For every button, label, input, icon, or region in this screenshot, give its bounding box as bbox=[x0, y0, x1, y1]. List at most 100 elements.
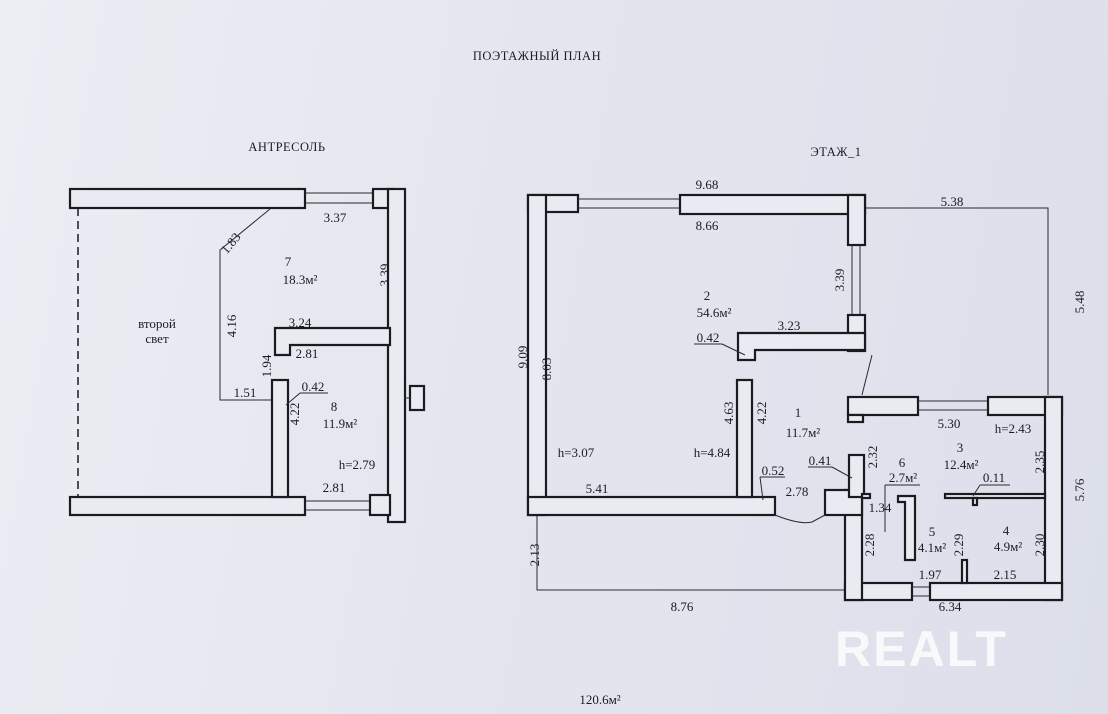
wall bbox=[896, 494, 917, 562]
wall bbox=[735, 378, 754, 499]
room-area: 4.9м² bbox=[994, 539, 1022, 554]
room-area: 4.1м² bbox=[918, 540, 946, 555]
dimension-label: 2.78 bbox=[786, 484, 809, 499]
wall bbox=[386, 187, 407, 524]
ceiling-height: h=3.07 bbox=[558, 445, 595, 460]
wall bbox=[526, 193, 548, 517]
leader-line bbox=[285, 392, 301, 406]
dimension-label: 2.81 bbox=[296, 346, 319, 361]
room-area: 12.4м² bbox=[944, 457, 979, 472]
dimension-label: 1.97 bbox=[919, 567, 942, 582]
dimension-label: 2.32 bbox=[865, 446, 880, 469]
leader-line bbox=[721, 343, 746, 356]
dimension-label: 5.38 bbox=[941, 194, 964, 209]
leader-line bbox=[831, 466, 853, 479]
dimension-label: 2.28 bbox=[862, 534, 877, 557]
dimension-label: 5.48 bbox=[1072, 291, 1087, 314]
dimension-label: 3.39 bbox=[832, 269, 847, 292]
room-area: 11.7м² bbox=[786, 425, 820, 440]
room-area: 2.7м² bbox=[889, 470, 917, 485]
dimension-label: 2.35 bbox=[1032, 451, 1047, 474]
window bbox=[912, 586, 930, 597]
room-number: 3 bbox=[957, 440, 964, 455]
dimension-label: 4.22 bbox=[754, 402, 769, 425]
first-floor-title: ЭТАЖ_1 bbox=[811, 145, 862, 159]
dimension-label: 5.41 bbox=[586, 481, 609, 496]
leader-line bbox=[759, 476, 764, 501]
wall bbox=[847, 453, 866, 499]
wall bbox=[270, 378, 290, 499]
dimension-label: 9.68 bbox=[696, 177, 719, 192]
room-area: 18.3м² bbox=[283, 272, 318, 287]
door-swing bbox=[861, 354, 873, 396]
wall bbox=[1043, 395, 1064, 602]
room-number: 6 bbox=[899, 455, 906, 470]
dimension-label: 1.34 bbox=[869, 500, 892, 515]
dimension-label: 4.16 bbox=[224, 314, 239, 337]
dimension-label: 0.11 bbox=[983, 470, 1005, 485]
window bbox=[578, 198, 680, 209]
dimension-line bbox=[865, 207, 1049, 395]
window bbox=[305, 192, 375, 204]
wall bbox=[846, 193, 867, 247]
dimension-label: 0.42 bbox=[302, 379, 325, 394]
wall bbox=[736, 331, 867, 362]
wall bbox=[68, 187, 307, 210]
wall bbox=[526, 495, 777, 517]
wall bbox=[928, 581, 1064, 602]
room-number: 2 bbox=[704, 288, 711, 303]
dimension-label: 2.15 bbox=[994, 567, 1017, 582]
wall bbox=[846, 413, 865, 424]
dimension-label: 2.29 bbox=[951, 534, 966, 557]
room-number: 7 bbox=[285, 254, 292, 269]
mezzanine-plan: АНТРЕСОЛЬ 3.37 1.83 7 18.3м² 3.39 4.16 в… bbox=[68, 140, 426, 524]
dimension-label: 3.39 bbox=[377, 264, 392, 287]
window bbox=[851, 245, 861, 315]
wall bbox=[860, 492, 872, 500]
room-number: 8 bbox=[331, 399, 338, 414]
dimension-label: 2.30 bbox=[1032, 534, 1047, 557]
wall bbox=[943, 492, 1047, 500]
wall bbox=[368, 493, 392, 517]
mezzanine-title: АНТРЕСОЛЬ bbox=[248, 140, 325, 154]
dimension-label: 1.51 bbox=[234, 385, 257, 400]
room-number: 5 bbox=[929, 524, 936, 539]
dimension-label: 3.24 bbox=[289, 315, 312, 330]
wall bbox=[273, 326, 392, 357]
dimension-label: 0.52 bbox=[762, 463, 785, 478]
dimension-label: 3.23 bbox=[778, 318, 801, 333]
wall bbox=[960, 558, 969, 585]
ceiling-height: h=4.84 bbox=[694, 445, 731, 460]
wall bbox=[678, 193, 867, 216]
dimension-label: 8.66 bbox=[696, 218, 719, 233]
wall bbox=[846, 395, 920, 417]
railing-line bbox=[219, 208, 273, 401]
room-area: 54.6м² bbox=[697, 305, 732, 320]
first-floor-plan: ЭТАЖ_1 bbox=[515, 145, 1087, 614]
dimension-label: 6.34 bbox=[939, 599, 962, 614]
dimension-label: 3.37 bbox=[324, 210, 347, 225]
room-label: второй bbox=[138, 316, 176, 331]
dimension-label: 2.81 bbox=[323, 480, 346, 495]
wall bbox=[971, 496, 979, 507]
room-number: 1 bbox=[795, 405, 802, 420]
dimension-label: 1.94 bbox=[259, 354, 274, 377]
ceiling-height: h=2.79 bbox=[339, 457, 376, 472]
window bbox=[305, 500, 372, 511]
ceiling-height: h=2.43 bbox=[995, 421, 1032, 436]
dimension-label: 8.03 bbox=[539, 358, 554, 381]
leader-line bbox=[972, 484, 981, 497]
page-title: ПОЭТАЖНЫЙ ПЛАН bbox=[473, 49, 601, 63]
dimension-label: 5.30 bbox=[938, 416, 961, 431]
realt-watermark-logo: REALT bbox=[835, 621, 1008, 677]
door-swing bbox=[774, 514, 826, 524]
dimension-label: 9.09 bbox=[515, 346, 530, 369]
dimension-label: 5.76 bbox=[1072, 478, 1087, 501]
total-area: 120.6м² bbox=[579, 692, 620, 707]
room-label: свет bbox=[145, 331, 169, 346]
dimension-label: 4.63 bbox=[721, 402, 736, 425]
window bbox=[918, 400, 988, 411]
dimension-label: 0.42 bbox=[697, 330, 720, 345]
